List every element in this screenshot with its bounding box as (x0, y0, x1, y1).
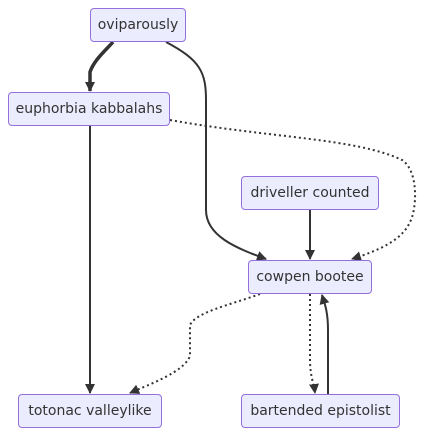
edge-cowpen-bootee-to-totonac-valleylike (129, 293, 261, 394)
node-oviparously: oviparously (90, 8, 186, 42)
node-driveller-counted: driveller counted (241, 176, 379, 210)
edge-oviparously-to-cowpen-bootee (165, 41, 267, 261)
node-totonac-valleylike: totonac valleylike (18, 394, 162, 428)
edge-oviparously-to-euphorbia-kabbalahs (85, 40, 115, 92)
edge-cowpen-bootee-to-bartended-epistolist (309, 294, 319, 394)
node-euphorbia-kabbalahs: euphorbia kabbalahs (8, 92, 170, 126)
node-bartended-epistolist: bartended epistolist (241, 394, 400, 428)
edge-euphorbia-kabbalahs-to-cowpen-bootee (169, 119, 417, 262)
edge-bartended-epistolist-to-cowpen-bootee (319, 294, 330, 394)
node-cowpen-bootee: cowpen bootee (248, 260, 372, 294)
